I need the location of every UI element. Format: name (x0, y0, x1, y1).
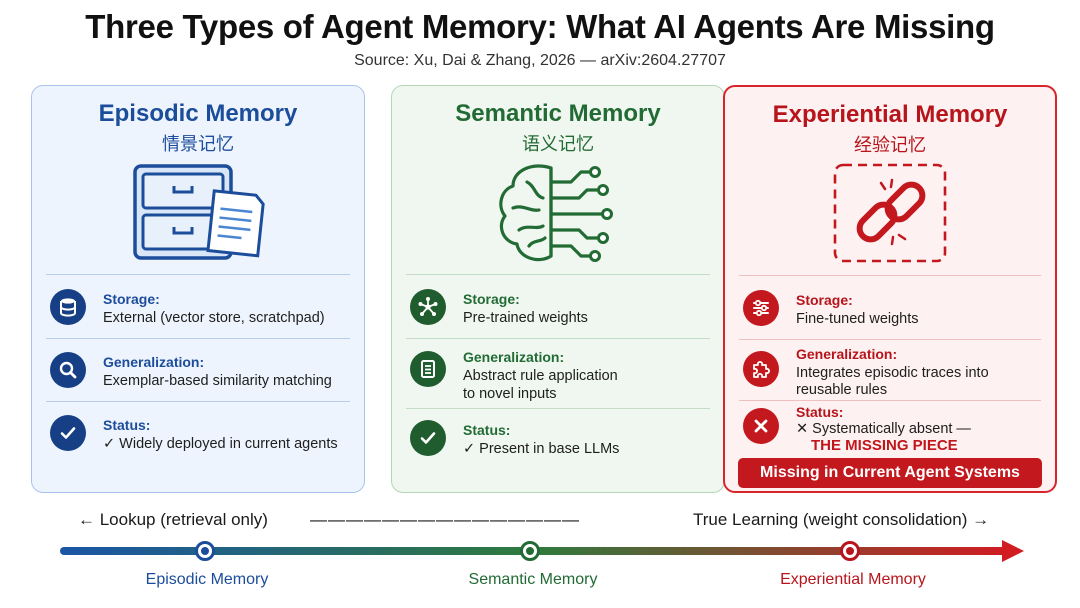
generalization-row: Generalization: Exemplar-based similarit… (46, 350, 350, 400)
document-icon (410, 351, 446, 387)
status-row: Status: ✕ Systematically absent — THE MI… (739, 403, 1041, 455)
x-mark-icon (743, 408, 779, 444)
episodic-node-label: Episodic Memory (145, 571, 269, 588)
generalization-label: Generalization: (103, 354, 205, 370)
semantic-memory-card: Semantic Memory 语义记忆 (391, 85, 725, 493)
broken-link-icon (725, 159, 1055, 271)
card-subtitle: 经验记忆 (854, 135, 926, 155)
brain-circuit-icon (392, 158, 724, 270)
card-title: Semantic Memory (455, 100, 661, 127)
card-title: Experiential Memory (772, 101, 1008, 128)
divider (739, 339, 1041, 340)
storage-value: Pre-trained weights (463, 310, 588, 326)
spectrum-left-label: ← Lookup (retrieval only) (78, 510, 268, 529)
status-label: Status: (103, 417, 151, 433)
episodic-node (195, 541, 215, 561)
generalization-label: Generalization: (463, 349, 565, 365)
card-subtitle: 语义记忆 (522, 134, 594, 154)
experiential-memory-card: Experiential Memory 经验记忆 Storage: Fine-t… (723, 85, 1057, 493)
filing-cabinet-icon (32, 158, 364, 270)
divider (46, 274, 350, 275)
checkmark-icon (50, 415, 86, 451)
status-label: Status: (463, 422, 511, 438)
divider (406, 338, 710, 339)
spectrum-right-label: True Learning (weight consolidation) → (693, 510, 990, 529)
storage-row: Storage: Fine-tuned weights (739, 288, 1041, 338)
database-icon (50, 289, 86, 325)
card-title: Episodic Memory (98, 100, 298, 127)
card-subtitle: 情景记忆 (162, 134, 234, 154)
generalization-value-line1: Integrates episodic traces into (796, 365, 989, 381)
status-value: ✓ Present in base LLMs (463, 441, 620, 457)
semantic-node-label: Semantic Memory (468, 571, 598, 588)
semantic-node (520, 541, 540, 561)
network-icon (410, 289, 446, 325)
page-title: Three Types of Agent Memory: What AI Age… (85, 8, 995, 45)
storage-row: Storage: Pre-trained weights (406, 287, 710, 337)
generalization-value-line2: to novel inputs (463, 386, 557, 402)
experiential-node (840, 541, 860, 561)
divider (46, 338, 350, 339)
generalization-row: Generalization: Integrates episodic trac… (739, 343, 1041, 405)
generalization-row: Generalization: Abstract rule applicatio… (406, 345, 710, 409)
sliders-icon (743, 290, 779, 326)
missing-banner: Missing in Current Agent Systems (738, 458, 1042, 488)
source-citation: Source: Xu, Dai & Zhang, 2026 — arXiv:26… (354, 52, 726, 69)
storage-label: Storage: (463, 291, 520, 307)
divider (46, 401, 350, 402)
status-row: Status: ✓ Widely deployed in current age… (46, 413, 350, 463)
missing-piece-label: THE MISSING PIECE (811, 437, 958, 454)
generalization-value-line2: reusable rules (796, 382, 888, 398)
puzzle-icon (743, 351, 779, 387)
status-value: ✓ Widely deployed in current agents (103, 436, 338, 452)
storage-value: Fine-tuned weights (796, 311, 919, 327)
divider (739, 400, 1041, 401)
status-row: Status: ✓ Present in base LLMs (406, 418, 710, 468)
storage-label: Storage: (103, 291, 160, 307)
checkmark-icon (410, 420, 446, 456)
divider (406, 408, 710, 409)
spectrum-dashes: ——————————————— (310, 510, 580, 529)
status-label: Status: (796, 404, 844, 420)
generalization-label: Generalization: (796, 346, 898, 362)
generalization-value: Exemplar-based similarity matching (103, 373, 332, 389)
magnifier-icon (50, 352, 86, 388)
arrow-head-icon (1002, 540, 1024, 562)
storage-label: Storage: (796, 292, 853, 308)
divider (739, 275, 1041, 276)
status-value: ✕ Systematically absent — (796, 421, 971, 437)
experiential-node-label: Experiential Memory (780, 571, 926, 588)
divider (406, 274, 710, 275)
episodic-memory-card: Episodic Memory 情景记忆 Storage: External (… (31, 85, 365, 493)
storage-value: External (vector store, scratchpad) (103, 310, 325, 326)
generalization-value-line1: Abstract rule application (463, 368, 618, 384)
storage-row: Storage: External (vector store, scratch… (46, 287, 350, 337)
